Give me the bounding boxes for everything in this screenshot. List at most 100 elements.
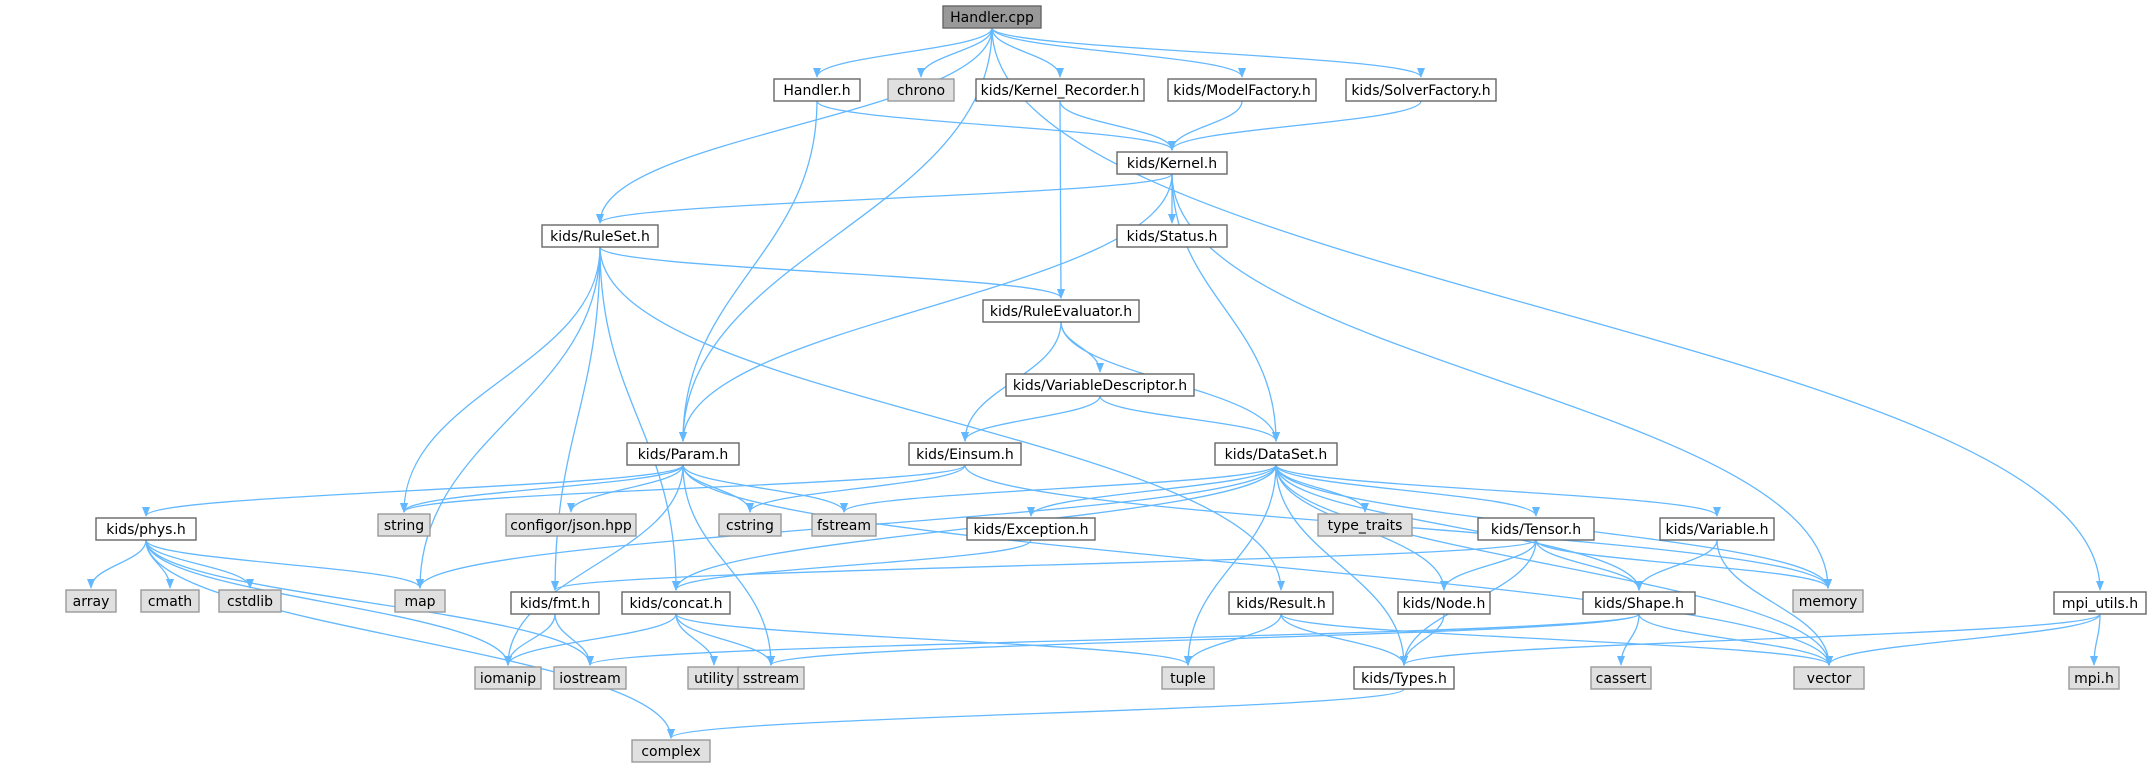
node-fmt[interactable]: kids/fmt.h: [510, 591, 600, 615]
node-label: kids/DataSet.h: [1225, 447, 1328, 463]
node-variable[interactable]: kids/Variable.h: [1659, 517, 1775, 541]
edge-variable_descriptor-to-dataset: [1099, 395, 1280, 442]
node-fstream: fstream: [811, 513, 877, 537]
edge-variable_descriptor-to-einsum: [961, 395, 1101, 442]
node-utility: utility: [687, 666, 741, 690]
node-label: kids/phys.h: [106, 522, 186, 538]
edge-mpi_utils-to-types: [1400, 613, 2101, 666]
node-box: [474, 666, 542, 690]
edge-phys-to-array: [87, 539, 147, 589]
node-label: iostream: [559, 671, 621, 687]
node-box: [377, 513, 431, 537]
node-node[interactable]: kids/Node.h: [1397, 591, 1491, 615]
node-label: memory: [1799, 594, 1858, 610]
edge-node-to-types: [1400, 613, 1445, 666]
node-label: kids/Shape.h: [1594, 596, 1684, 612]
node-iostream: iostream: [553, 666, 627, 690]
node-shape[interactable]: kids/Shape.h: [1582, 591, 1696, 615]
edge-result-to-tuple: [1184, 613, 1282, 666]
node-box: [966, 517, 1096, 541]
node-label: fstream: [817, 518, 871, 534]
node-label: kids/Kernel.h: [1127, 156, 1217, 172]
node-concat[interactable]: kids/concat.h: [621, 591, 731, 615]
node-label: kids/Result.h: [1236, 596, 1325, 612]
edge-handler_cpp-to-model_factory: [991, 27, 1246, 78]
edge-shape-to-vector: [1638, 613, 1833, 666]
node-label: utility: [694, 671, 734, 687]
edge-kernel-to-param: [679, 173, 1173, 442]
edge-phys-to-complex: [145, 539, 675, 739]
edge-handler_cpp-to-solver_factory: [991, 27, 1425, 78]
edge-ruleset-to-rule_evaluator: [599, 246, 1065, 299]
node-box: [541, 224, 659, 248]
node-cstring: cstring: [718, 513, 782, 537]
edge-handler_h-to-param: [679, 100, 818, 442]
node-cmath: cmath: [140, 589, 200, 613]
node-handler-h[interactable]: Handler.h: [773, 78, 861, 102]
node-label: kids/fmt.h: [520, 596, 590, 612]
node-model-factory[interactable]: kids/ModelFactory.h: [1167, 78, 1317, 102]
node-box: [1214, 442, 1338, 466]
node-box: [1397, 591, 1491, 615]
node-handler-cpp[interactable]: Handler.cpp: [942, 5, 1042, 29]
node-types[interactable]: kids/Types.h: [1353, 666, 1455, 690]
node-tensor[interactable]: kids/Tensor.h: [1477, 517, 1595, 541]
edge-dataset-to-tuple: [1184, 464, 1277, 666]
node-label: kids/VariableDescriptor.h: [1013, 378, 1187, 394]
edge-types-to-complex: [667, 688, 1405, 739]
node-box: [621, 591, 731, 615]
edge-phys-to-cstdlib: [145, 539, 254, 589]
node-box: [1793, 666, 1865, 690]
edge-fmt-to-iostream: [554, 613, 594, 666]
node-dataset[interactable]: kids/DataSet.h: [1214, 442, 1338, 466]
edge-param-to-vector: [682, 464, 1833, 666]
node-label: kids/RuleEvaluator.h: [990, 304, 1132, 320]
edge-handler_cpp-to-param: [679, 27, 993, 442]
node-label: array: [73, 594, 110, 610]
node-solver-factory[interactable]: kids/SolverFactory.h: [1345, 78, 1497, 102]
node-box: [1582, 591, 1696, 615]
node-variable-descriptor[interactable]: kids/VariableDescriptor.h: [1005, 373, 1195, 397]
node-box: [218, 589, 282, 613]
edge-phys-to-iomanip: [145, 539, 512, 666]
edge-result-to-vector: [1280, 613, 1833, 666]
node-label: kids/Node.h: [1403, 596, 1486, 612]
node-mpi-utils[interactable]: mpi_utils.h: [2053, 591, 2147, 615]
node-array: array: [65, 589, 117, 613]
edge-shape-to-cassert: [1617, 613, 1640, 666]
node-param[interactable]: kids/Param.h: [626, 442, 740, 466]
node-box: [626, 442, 740, 466]
node-box: [975, 78, 1145, 102]
node-einsum[interactable]: kids/Einsum.h: [908, 442, 1022, 466]
node-type-traits: type_traits: [1317, 513, 1413, 537]
node-ruleset[interactable]: kids/RuleSet.h: [541, 224, 659, 248]
node-label: kids/Types.h: [1361, 671, 1447, 687]
edge-mpi_utils-to-vector: [1825, 613, 2101, 666]
node-label: mpi_utils.h: [2062, 596, 2138, 612]
node-phys[interactable]: kids/phys.h: [95, 517, 197, 541]
node-box: [1005, 373, 1195, 397]
node-box: [737, 666, 805, 690]
node-vector: vector: [1793, 666, 1865, 690]
edge-variable-to-vector: [1716, 539, 1833, 666]
edge-concat-to-utility: [675, 613, 718, 666]
node-label: kids/RuleSet.h: [550, 229, 650, 245]
node-kernel-recorder[interactable]: kids/Kernel_Recorder.h: [975, 78, 1145, 102]
node-result[interactable]: kids/Result.h: [1228, 591, 1334, 615]
node-status[interactable]: kids/Status.h: [1116, 224, 1228, 248]
node-exception[interactable]: kids/Exception.h: [966, 517, 1096, 541]
node-box: [773, 78, 861, 102]
edge-tensor-to-node: [1440, 539, 1537, 591]
node-box: [1345, 78, 1497, 102]
node-label: kids/Param.h: [638, 447, 729, 463]
node-rule-evaluator[interactable]: kids/RuleEvaluator.h: [982, 299, 1140, 323]
edge-ruleset-to-string: [400, 246, 601, 513]
edge-ruleset-to-fmt: [551, 246, 601, 591]
edge-tensor-to-shape: [1535, 539, 1643, 591]
node-kernel[interactable]: kids/Kernel.h: [1116, 151, 1228, 175]
edge-result-to-types: [1280, 613, 1408, 666]
node-cassert: cassert: [1590, 666, 1652, 690]
node-box: [1659, 517, 1775, 541]
edge-dataset-to-shape: [1275, 464, 1643, 591]
